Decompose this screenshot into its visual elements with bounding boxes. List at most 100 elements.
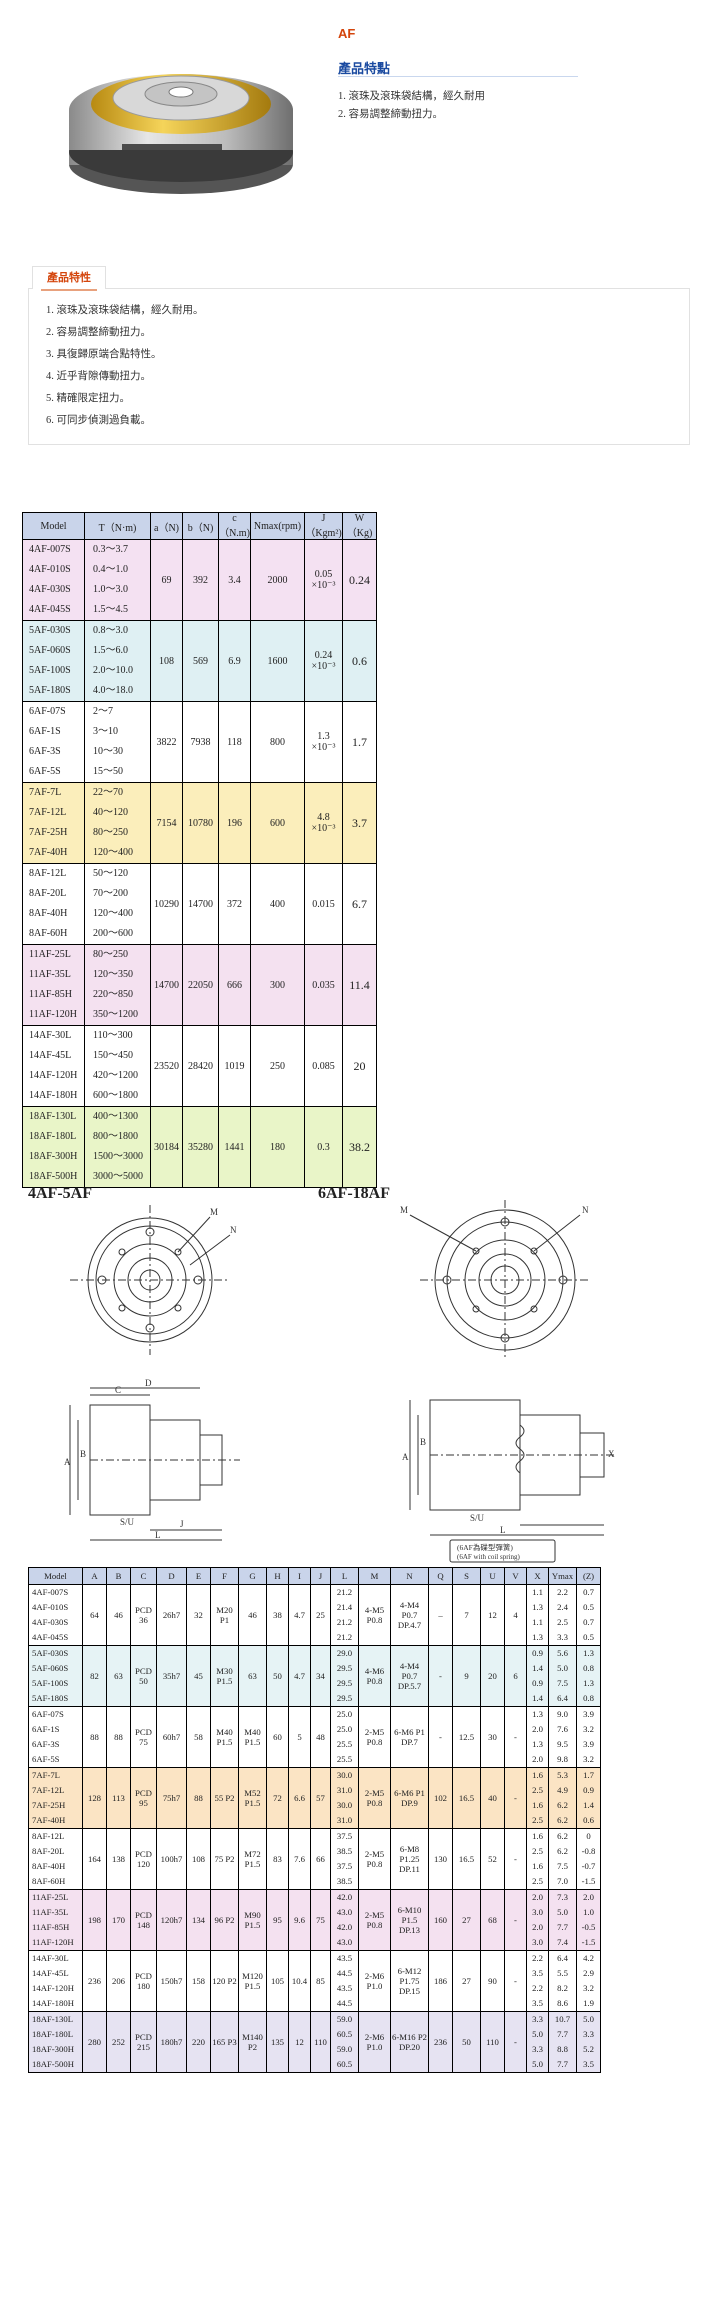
cell-d: 180h7 [156,2011,187,2073]
torque-range: 220～850 [93,989,133,1000]
cell-value: 1.7 [583,1770,594,1780]
cell-h: 50 [266,1645,289,1707]
cell-h: 135 [266,2011,289,2073]
cell-value: 18AF-300H [32,2044,74,2054]
cell-value: 25.5 [336,1739,353,1749]
cell-value: 6.2 [557,1815,568,1825]
specs-table: Model T（N·m) a（N) b（N) c（N.m) Nmax(rpm) … [22,512,377,1188]
cell-s: 16.5 [452,1828,481,1890]
tab-features[interactable]: 產品特性 [32,266,106,291]
cell-value: 21.2 [336,1632,353,1642]
cell-j: 25 [310,1584,331,1646]
cell-h: 38 [266,1584,289,1646]
torque-range: 0.8～3.0 [93,625,128,636]
model-name: 11AF-120H [29,1009,77,1020]
cell-d: 60h7 [156,1706,187,1768]
cell-value: -0.7 [581,1861,596,1871]
cell-n: 400 [250,863,305,945]
cell-j: 85 [310,1950,331,2012]
column-header: C [130,1567,157,1585]
cell-h: 60 [266,1706,289,1768]
cell-m: 2-M5 P0.8 [358,1767,391,1829]
cell-a: 3822 [150,701,183,783]
cell-q: - [428,1706,453,1768]
model-name: 7AF-40H [29,847,68,858]
cell-a: 10290 [150,863,183,945]
cell-value: 3.9 [583,1739,594,1749]
torque-range: 150～450 [93,1050,133,1061]
drawing-6af-18af: M N A B L S/U X (6AF為碟型彈簧) (6AF with coi… [400,1200,615,1563]
list-item: 2. 容易調整締動扭力。 [46,327,151,338]
model-name: 7AF-12L [29,807,67,818]
column-header: U [480,1567,505,1585]
label-x: X [608,1449,615,1459]
cell-value: 0.9 [532,1678,543,1688]
cell-c: 666 [218,944,251,1026]
cell-value: 38.5 [336,1846,353,1856]
cell-value: 8.8 [557,2044,568,2054]
cell-value: 14AF-180H [32,1998,74,2008]
torque-range: 2～7 [93,706,113,717]
cell-f: M20 P1 [210,1584,239,1646]
cell-a: 7154 [150,782,183,864]
j-exponent: ×10⁻³ [311,580,336,591]
cell-v: - [504,1767,527,1829]
list-item: 5. 精確限定扭力。 [46,393,130,404]
column-header: b（N) [182,512,219,540]
torque-range: 120～350 [93,969,133,980]
cell-n: 4-M4 P0.7 DP.4.7 [390,1584,429,1646]
cell-value: 3.5 [532,1998,543,2008]
cell-value: 5.0 [583,2014,594,2024]
cell-m: 4-M5 P0.8 [358,1584,391,1646]
cell-value: 1.1 [532,1617,543,1627]
cell-d: 100h7 [156,1828,187,1890]
cell-value: 5.0 [557,1663,568,1673]
cell-value: 5AF-060S [32,1663,69,1673]
cell-s: 7 [452,1584,481,1646]
cell-c: PCD 120 [130,1828,157,1890]
cell-value: 3.3 [532,2044,543,2054]
torque-range: 70～200 [93,888,128,899]
cell-value: 25.0 [336,1724,353,1734]
cell-n: 6-M6 P1 DP.9 [390,1767,429,1829]
column-header: F [210,1567,239,1585]
cell-value: 31.0 [336,1785,353,1795]
cell-n: 4-M4 P0.7 DP.5.7 [390,1645,429,1707]
cell-value: 14AF-120H [32,1983,74,1993]
cell-value: 44.5 [336,1968,353,1978]
cell-value: 1.4 [532,1663,543,1673]
cell-c: PCD 148 [130,1889,157,1951]
cell-value: 30.0 [336,1770,353,1780]
cell-value: -0.8 [581,1846,596,1856]
cell-value: 4.9 [557,1785,568,1795]
cell-value: 59.0 [336,2014,353,2024]
torque-range: 2.0～10.0 [93,665,133,676]
cell-value: 0.7 [583,1587,594,1597]
cell-value: 3.3 [557,1632,568,1642]
cell-s: 16.5 [452,1767,481,1829]
cell-n: 6-M16 P2 DP.20 [390,2011,429,2073]
cell-value: 6.4 [557,1693,568,1703]
model-name: 7AF-25H [29,827,68,838]
cell-e: 58 [186,1706,211,1768]
cell-value: 29.5 [336,1693,353,1703]
cell-j: 0.085 [304,1025,343,1107]
cell-value: 44.5 [336,1998,353,2008]
cell-m: 2-M5 P0.8 [358,1889,391,1951]
column-header: J [310,1567,331,1585]
cell-c: 372 [218,863,251,945]
cell-c: 196 [218,782,251,864]
cell-value: 4AF-045S [32,1632,69,1642]
cell-i: 4.7 [288,1645,311,1707]
torque-range: 4.0～18.0 [93,685,133,696]
label-su: S/U [470,1513,485,1523]
